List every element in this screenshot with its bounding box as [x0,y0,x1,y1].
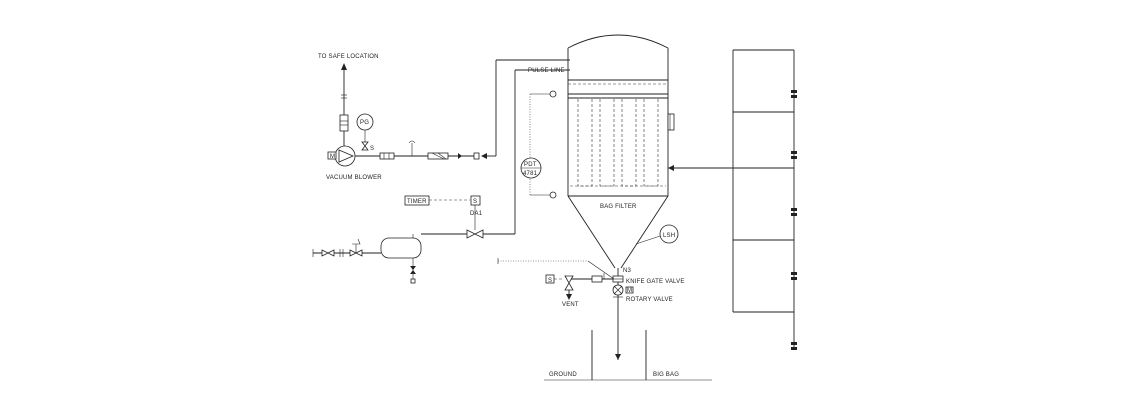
filter-bags [570,97,666,187]
rotary-motor-label: M [627,288,632,294]
sol-left-label: S [548,278,552,284]
dp-valve-label: DA1 [470,211,483,217]
big-bag-label: BIG BAG [653,372,679,378]
pdt-instrument: PDT 4781 [520,90,557,199]
timer-label: TIMER [407,199,427,205]
pulse-section: TIMER S DA1 PULSE LINE [312,68,570,284]
lsh-bubble [659,224,679,244]
vent-label: VENT [562,302,579,308]
timer-box [404,195,430,206]
pdt-label: PDT [524,162,537,168]
solenoid-label: S [473,199,477,205]
bag-filter-label: BAG FILTER [600,204,637,210]
lsh-label: LSH [663,233,675,239]
lsh-instrument: LSH [635,224,679,245]
vacuum-blower-section: TO SAFE LOCATION PG S M VACUUM BLOWER [318,54,570,181]
bag-filter-vessel: BAG FILTER [567,34,794,360]
silencer [339,114,349,132]
pulse-line-label: PULSE LINE [528,68,565,74]
inlet-valve-5 [791,342,797,350]
motor-label: M [330,154,335,160]
inlet-valve-4 [791,272,797,280]
knife-gate-valve-label: KNIFE GATE VALVE [626,279,685,285]
ground-label: GROUND [549,372,577,378]
vessel-dome [567,34,669,49]
svg-text:S: S [370,146,374,152]
air-receiver [380,237,422,259]
blower-motor [327,151,337,160]
pdt-tag: 4781 [523,171,538,177]
pg-label: PG [360,120,369,126]
inlet-valve-1 [791,90,797,98]
vacuum-blower-label: VACUUM BLOWER [326,175,382,181]
discharge-section: N3 KNIFE GATE VALVE M ROTARY VALVE S VEN… [497,258,712,381]
rotary-valve-label: ROTARY VALVE [626,297,673,303]
solenoid-box [470,195,481,206]
safe-location-label: TO SAFE LOCATION [318,54,379,60]
nozzle-label: N3 [623,268,632,274]
inlet-manifold [732,49,797,350]
inlet-valve-3 [791,208,797,216]
inlet-valve-2 [791,151,797,159]
